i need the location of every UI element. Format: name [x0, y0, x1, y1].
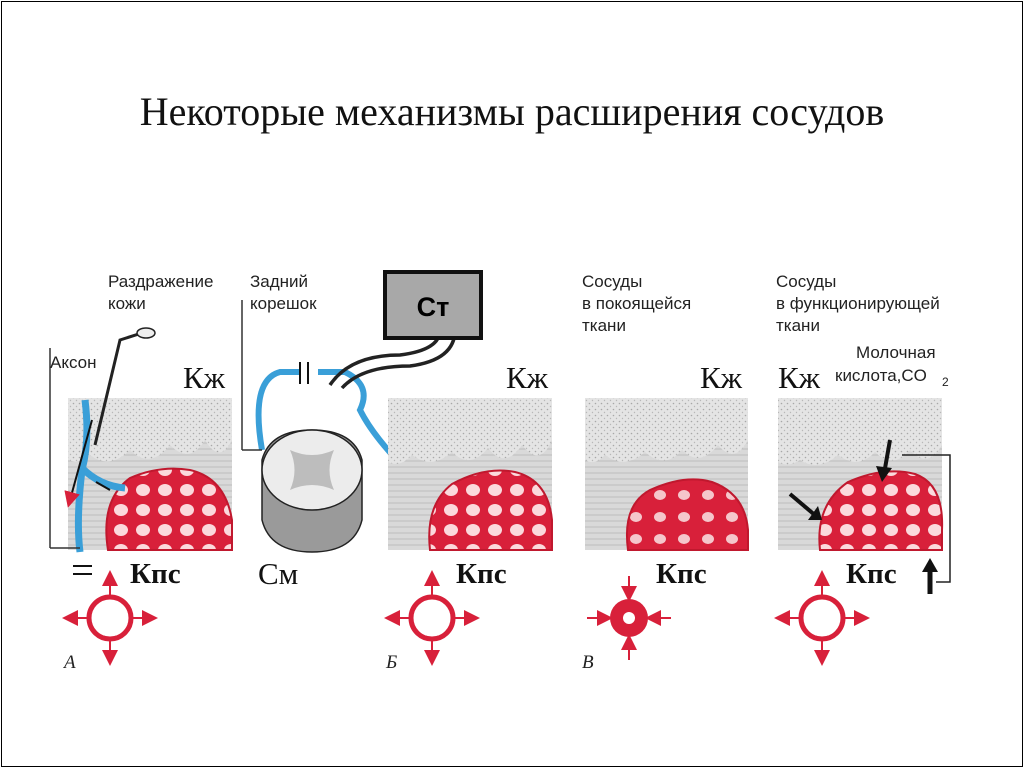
vessel-constricted-v	[587, 576, 671, 660]
label-sosudy-func-2: в функционирующей	[776, 294, 940, 313]
impulse-arrow	[64, 419, 93, 508]
label-kzh-b: Кж	[506, 360, 549, 395]
label-sosudy-rest-2: в покоящейся	[582, 294, 691, 313]
panel-label-a: А	[62, 652, 76, 673]
spinal-cord-section: Ст Задний корешок См	[241, 270, 483, 591]
skin-layer	[68, 398, 232, 462]
label-akson: Аксон	[50, 353, 97, 372]
label-sosudy-rest-3: ткани	[582, 316, 626, 335]
panel-v: Сосуды в покоящейся ткани Кж Кпс В	[582, 272, 749, 673]
label-sosudy-func-3: ткани	[776, 316, 820, 335]
label-st: Ст	[417, 292, 450, 322]
impulse-arrow-2	[95, 481, 111, 491]
axon-fiber	[74, 399, 126, 553]
vessel-symbols	[62, 570, 870, 666]
panel-label-v: В	[582, 652, 594, 673]
stimulator-box	[383, 270, 483, 340]
label-sosudy-func-1: Сосуды	[776, 272, 836, 291]
grey-matter	[290, 450, 334, 490]
skin-layer	[778, 398, 942, 465]
label-kps-b: Кпс	[456, 558, 507, 590]
vessel-dilated-b	[384, 570, 480, 666]
electrode-wire-1	[328, 329, 442, 386]
capillary-network	[105, 467, 233, 551]
label-kps-v: Кпс	[656, 558, 707, 590]
label-kzh-a: Кж	[183, 360, 226, 395]
panel-b: Кж Кпс Б	[385, 360, 553, 673]
label-kzh-v: Кж	[700, 360, 743, 395]
label-kps-a: Кпс	[130, 558, 181, 590]
label-co2-subscript: 2	[942, 375, 949, 389]
label-molochnaya: Молочная	[856, 343, 936, 362]
label-kzh-g: Кж	[778, 360, 821, 395]
label-sosudy-rest-1: Сосуды	[582, 272, 642, 291]
label-kozhi: кожи	[108, 294, 146, 313]
skin-layer	[388, 398, 552, 464]
skin-layer	[585, 398, 748, 463]
label-kislota: кислота,CO	[835, 366, 927, 385]
label-razdrazhenie: Раздражение	[108, 272, 213, 291]
label-kps-g: Кпс	[846, 558, 897, 590]
lactic-acid-bracket	[902, 454, 951, 583]
label-sm: См	[258, 556, 298, 591]
capillary-network	[428, 469, 553, 551]
capillary-network-narrow	[626, 478, 749, 551]
label-zadniy: Задний	[250, 272, 308, 291]
panel-g: Сосуды в функционирующей ткани Молочная …	[776, 272, 951, 594]
panel-label-b: Б	[385, 652, 397, 673]
panel-a: Раздражение кожи Аксон Кж Кпс А	[49, 272, 233, 673]
label-koreshok: корешок	[250, 294, 317, 313]
dilation-arrow-left	[788, 492, 818, 518]
vessel-dilated-a	[62, 570, 158, 666]
vessel-dilated-g	[774, 570, 870, 666]
slide-title: Некоторые механизмы расширения сосудов	[139, 89, 885, 134]
electrode-wire-2	[340, 329, 457, 390]
